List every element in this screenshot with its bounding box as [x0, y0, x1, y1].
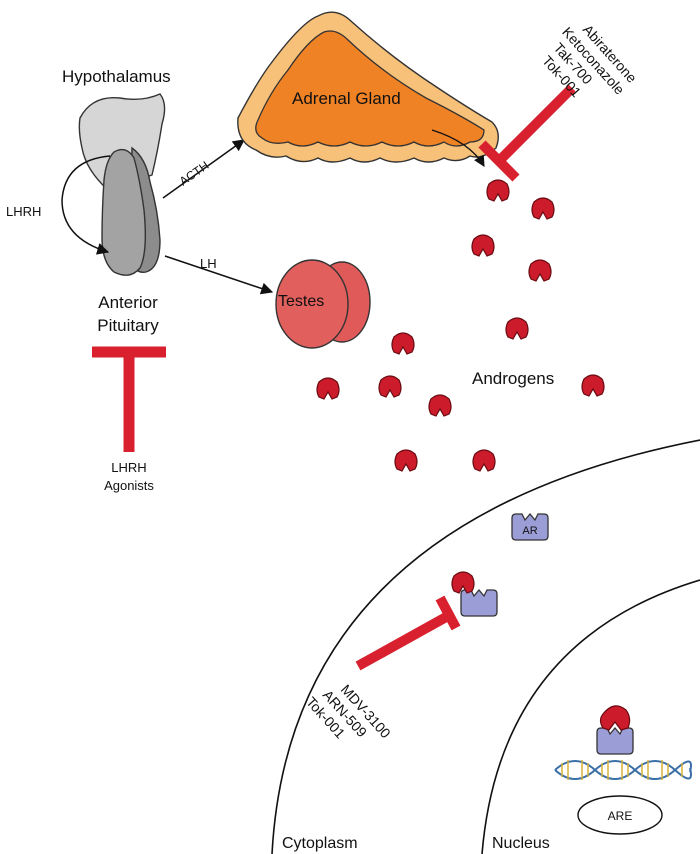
nucleus-label: Nucleus — [492, 835, 550, 852]
lh-arrow — [164, 255, 274, 295]
anterior-pituitary-shape — [101, 148, 147, 276]
androgen-molecule-nuclear — [599, 705, 631, 731]
androgen-receptor-nuclear — [596, 727, 634, 755]
cytoplasm-label: Cytoplasm — [282, 835, 358, 852]
adrenal-to-androgens-arrow — [431, 129, 485, 167]
lhrh-label: LHRH — [6, 204, 41, 219]
ar-label: AR — [522, 525, 537, 537]
lhrh-agonists-label-line1: LHRH — [111, 460, 146, 475]
anterior-pituitary-label-line1: Anterior — [98, 293, 158, 312]
adrenal-gland-label: Adrenal Gland — [292, 89, 401, 108]
acth-arrow — [162, 139, 245, 199]
adrenal-gland-inner — [255, 30, 485, 147]
androgen-receptor-bound — [460, 589, 498, 617]
acth-label: ACTH — [177, 158, 212, 188]
testes-label: Testes — [278, 293, 324, 310]
anterior-pituitary-label-line2: Pituitary — [97, 316, 159, 335]
lhrh-arrow — [61, 155, 111, 255]
lhrh-agonist-inhibitor-bar — [92, 346, 166, 452]
androgen-molecule — [581, 374, 605, 397]
androgen-molecule — [528, 259, 552, 282]
androgens-label: Androgens — [472, 369, 554, 388]
nuclear-membrane — [481, 579, 700, 854]
androgen-molecule — [316, 377, 340, 400]
androgen-molecule — [391, 332, 415, 355]
are-label: ARE — [608, 809, 633, 823]
testes-front — [275, 259, 349, 349]
androgen-molecule — [531, 197, 555, 220]
androgen-molecule — [486, 179, 510, 202]
cell-membrane — [271, 439, 700, 854]
androgen-molecule — [378, 375, 402, 398]
androgen-molecule — [505, 317, 529, 340]
androgen-molecule — [472, 449, 496, 472]
androgen-molecule — [394, 449, 418, 472]
androgen-molecule — [428, 394, 452, 417]
adrenal-inhibitor-bar — [478, 84, 576, 182]
hypothalamus-label: Hypothalamus — [62, 67, 171, 86]
lhrh-agonists-label-line2: Agonists — [104, 478, 154, 493]
dna-helix — [554, 760, 692, 780]
ar-antagonist-inhibitor-bar — [355, 595, 461, 671]
lh-label: LH — [200, 256, 217, 271]
androgen-molecule — [471, 234, 495, 257]
ar-antagonist-list: MDV-3100 ARN-509 Tok-001 — [303, 681, 394, 741]
are-element — [577, 795, 663, 835]
